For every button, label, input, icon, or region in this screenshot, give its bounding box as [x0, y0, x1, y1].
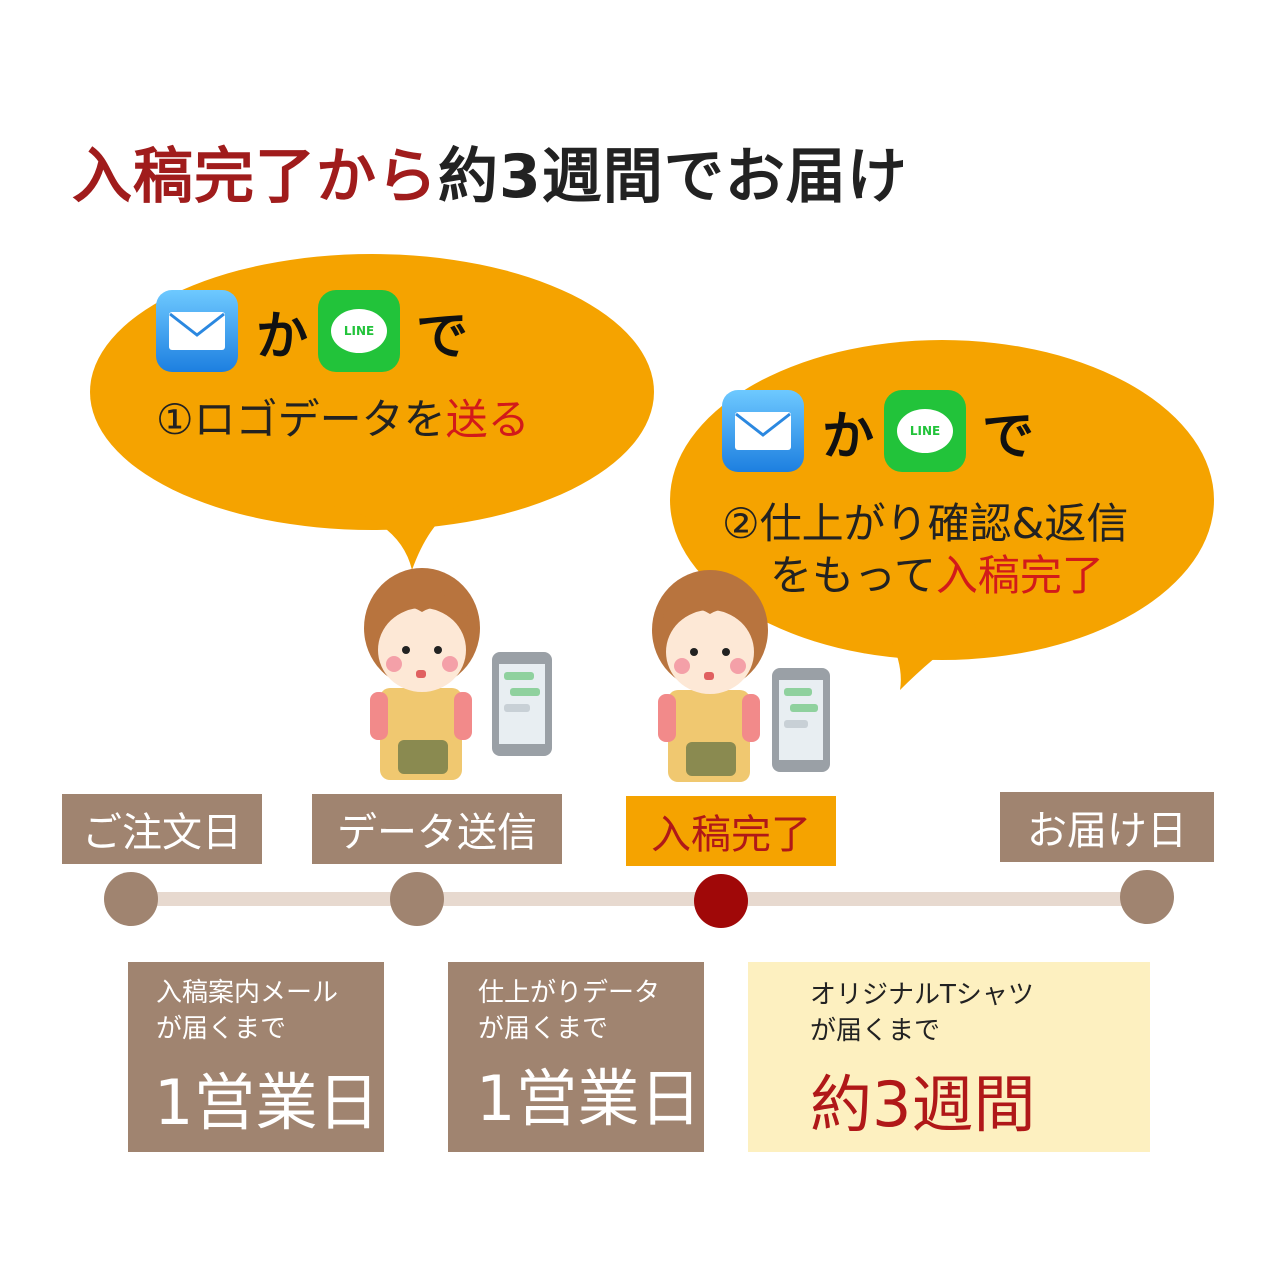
line-logo-label: LINE: [897, 409, 954, 453]
card-line1: 仕上がりデータ: [478, 978, 661, 1008]
timeline-label-order-date: ご注文日: [62, 794, 262, 864]
smartphone-icon: [492, 652, 552, 756]
timeline-track: [130, 892, 1150, 906]
timeline-dot-submission-complete: [694, 874, 748, 928]
bubble2-de: で: [982, 406, 1035, 467]
timeline-dot-delivery-date: [1120, 870, 1174, 924]
card-line2: が届くまで: [478, 1014, 609, 1044]
card-finished-data: 仕上がりデータ が届くまで 1営業日: [448, 962, 704, 1152]
bubble1-text: ①ロゴデータを送る: [156, 386, 530, 447]
bubble2-icons-row: か LINE で: [722, 390, 1034, 472]
bubble2-text-line2: をもって入稿完了: [770, 542, 1104, 603]
girl-illustration: [364, 568, 480, 780]
bubble1-text-main: ①ロゴデータを: [156, 395, 446, 444]
card-guide-mail: 入稿案内メール が届くまで 1営業日: [128, 962, 384, 1152]
timeline-label-submission-complete: 入稿完了: [626, 796, 836, 866]
speech-bubble-2: [670, 340, 1214, 690]
card-big: 1営業日: [476, 1062, 702, 1135]
bubble2-text-line1: ②仕上がり確認&返信: [722, 499, 1129, 548]
bubble1-de: で: [416, 306, 469, 367]
card-line1: オリジナルTシャツ: [810, 980, 1034, 1010]
page-title: 入稿完了から約3週間でお届け: [72, 128, 908, 215]
girl-illustration: [652, 570, 768, 782]
card-big: 約3週間: [810, 1068, 1036, 1141]
bubble1-icons-row: か LINE で: [156, 290, 468, 372]
line-logo-label: LINE: [331, 309, 388, 353]
timeline-dot-order-date: [104, 872, 158, 926]
card-line2: が届くまで: [810, 1016, 941, 1046]
bubble1-ka: か: [256, 306, 309, 367]
bubble2-text-line2-main: をもって: [770, 551, 936, 600]
smartphone-icon: [772, 668, 830, 772]
bubble2-ka: か: [822, 406, 875, 467]
title-part1: 入稿完了から: [72, 142, 438, 212]
card-line2: が届くまで: [156, 1014, 287, 1044]
card-big: 1営業日: [154, 1066, 380, 1139]
timeline-label-data-send: データ送信: [312, 794, 562, 864]
line-icon: LINE: [318, 290, 401, 372]
mail-icon: [156, 290, 238, 372]
timeline-label-delivery-date: お届け日: [1000, 792, 1214, 862]
bubble1-text-red: 送る: [445, 395, 530, 444]
mail-icon: [722, 390, 804, 472]
timeline-dot-data-send: [390, 872, 444, 926]
title-part2: 約3週間でお届け: [438, 142, 908, 212]
line-icon: LINE: [884, 390, 967, 472]
card-tshirt-delivery: オリジナルTシャツ が届くまで 約3週間: [748, 962, 1150, 1152]
card-line1: 入稿案内メール: [156, 978, 339, 1008]
bubble2-text-line2-red: 入稿完了: [935, 551, 1104, 600]
